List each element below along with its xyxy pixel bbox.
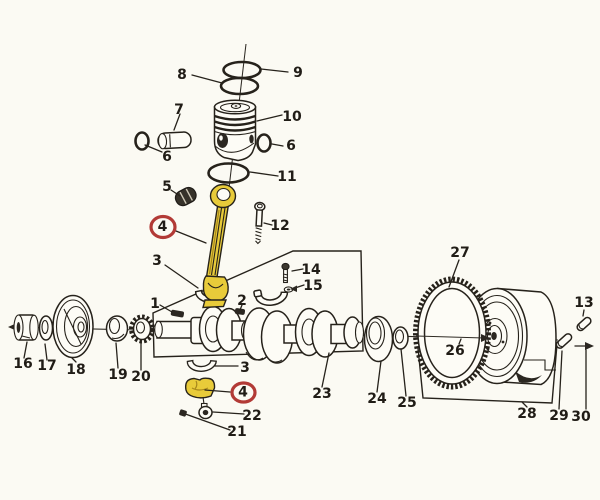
bolt-part-14: [281, 262, 290, 284]
seal-part-24: [363, 315, 394, 363]
callout-23: 23: [312, 386, 331, 402]
ring-gear-part-27: [413, 276, 491, 390]
callout-3-lower: 3: [240, 360, 250, 376]
crankshaft-box: [152, 250, 364, 358]
callout-13: 13: [574, 295, 593, 311]
oil-ring-part-11: [207, 162, 250, 184]
callout-16: 16: [13, 356, 32, 372]
callout-4-lower: 4: [238, 385, 248, 401]
axis-arrow-flywheel: [481, 334, 490, 342]
rod-bolt-part-12: [254, 201, 266, 245]
callout-3-upper: 3: [152, 253, 162, 269]
bearing-cap-part-4: [184, 377, 216, 405]
callout-28: 28: [517, 406, 536, 422]
pulley-part-18: [52, 294, 94, 359]
callout-21: 21: [227, 424, 246, 440]
callout-29: 29: [549, 408, 568, 424]
callout-22: 22: [242, 408, 261, 424]
key-part-1: [170, 309, 185, 318]
washer-part-17: [38, 315, 54, 341]
leader-lines: [23, 68, 585, 415]
crankshaft-part-23: [154, 305, 365, 364]
callout-7: 7: [174, 102, 184, 118]
direction-arrow-part-30: [574, 342, 594, 410]
gear-part-20: [129, 314, 155, 344]
callout-6-right: 6: [286, 138, 296, 154]
callout-17: 17: [37, 358, 56, 374]
slinger-ring-part-19: [105, 315, 129, 342]
connecting-rod-part-4: [202, 183, 237, 309]
nut-part-22: [198, 402, 213, 420]
callout-11: 11: [277, 169, 296, 185]
bearing-part-25: [392, 326, 409, 350]
circlip-left-part-6: [134, 131, 150, 151]
callout-18: 18: [66, 362, 85, 378]
pin-part-13: [576, 316, 592, 332]
callout-14: 14: [301, 262, 321, 278]
callout-8: 8: [177, 67, 187, 83]
pin-part-29: [555, 333, 573, 349]
highlight-circle-upper: [149, 214, 177, 240]
flywheel-box: [417, 343, 558, 404]
callout-12: 12: [270, 218, 289, 234]
callout-15: 15: [303, 278, 322, 294]
callout-1: 1: [150, 296, 160, 312]
washer-part-15: [283, 286, 294, 293]
bushing-part-5: [174, 186, 197, 207]
callout-9: 9: [293, 65, 303, 81]
bearing-shell-lower-part-3: [186, 359, 217, 372]
callout-labels: 1 2 3 3 4 4 5 6 6 7 8 9 10 11 12 13 14 1…: [13, 65, 593, 440]
key-part-2: [234, 308, 246, 315]
piston-pin-part-7: [157, 131, 192, 150]
callout-26: 26: [445, 343, 464, 359]
compression-ring-part-8: [219, 76, 260, 96]
callout-20: 20: [131, 369, 151, 385]
callout-5: 5: [162, 179, 172, 195]
callout-2: 2: [237, 293, 247, 309]
callout-24: 24: [367, 391, 387, 407]
callout-4-upper: 4: [158, 219, 168, 235]
highlight-circle-lower: [230, 381, 257, 404]
callout-6-left: 6: [162, 149, 172, 165]
callout-30: 30: [571, 409, 591, 425]
wrist-pin-bore: [217, 133, 228, 148]
hub-part-16: [13, 314, 39, 341]
callout-10: 10: [282, 109, 302, 125]
callout-27: 27: [450, 245, 469, 261]
circlip-right-part-6: [256, 133, 272, 153]
bolt-part-21: [179, 409, 231, 431]
piston-part-10: [213, 99, 257, 162]
callout-25: 25: [397, 395, 416, 411]
flywheel-axis-line: [415, 335, 485, 339]
callout-19: 19: [108, 367, 127, 383]
